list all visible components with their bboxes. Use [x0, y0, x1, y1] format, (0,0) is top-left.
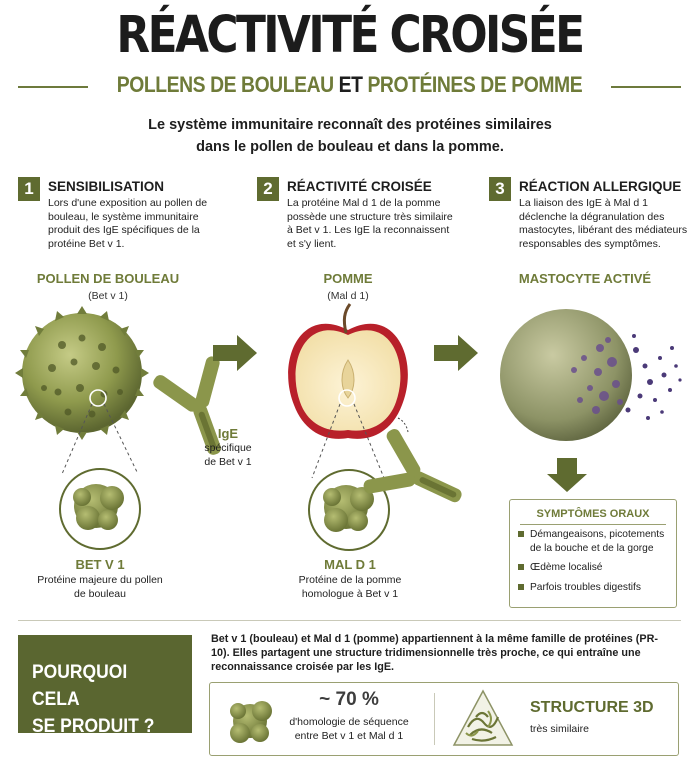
subtitle-part1: POLLENS DE BOULEAU	[116, 72, 334, 97]
subtitle-part3: PROTÉINES DE POMME	[367, 72, 583, 97]
arrow-down	[547, 458, 587, 492]
mastocyte-heading: MASTOCYTE ACTIVÉ	[518, 271, 652, 286]
subtitle-rule-right	[611, 86, 681, 88]
step-1-number: 1	[18, 177, 40, 201]
pollen-heading: POLLEN DE BOULEAU	[36, 271, 180, 286]
ige-antibody-2-icon	[363, 429, 462, 503]
intro-line2: dans le pollen de bouleau et dans la pom…	[196, 139, 504, 155]
betv1-caption-line2: de bouleau	[74, 588, 126, 600]
step-2-number: 2	[257, 177, 279, 201]
symptom-item: Œdème localisé	[518, 561, 674, 575]
homology-line1: d'homologie de séquence	[289, 716, 409, 728]
step-3-text: La liaison des IgE à Mal d 1 déclenche l…	[519, 197, 688, 250]
why-line2: SE PRODUIT ?	[32, 716, 155, 737]
apple-half-icon	[288, 303, 409, 439]
section-divider	[18, 620, 681, 621]
subtitle-bar: POLLENS DE BOULEAU ET PROTÉINES DE POMME	[18, 70, 681, 102]
ige-line2: de Bet v 1	[204, 456, 252, 468]
structure-subtitle: très similaire	[530, 723, 589, 735]
protein-cluster-icon	[230, 701, 272, 743]
bullet-square-icon	[518, 531, 524, 537]
symptom-item: Démangeaisons, picotements de la bouche …	[518, 528, 674, 555]
bullet-square-icon	[518, 583, 524, 590]
ige-label: IgE	[217, 426, 239, 441]
mald1-caption-line1: Protéine de la pomme	[298, 574, 402, 586]
comparison-divider	[434, 693, 435, 745]
pollen-subheading: (Bet v 1)	[88, 290, 128, 302]
bullet-square-icon	[518, 564, 524, 570]
symptoms-box: SYMPTÔMES ORAUX Démangeaisons, picotemen…	[509, 499, 677, 608]
arrow-right-2	[434, 335, 478, 371]
betv1-caption-line1: Protéine majeure du pollen	[37, 574, 163, 586]
apple-heading: POMME	[323, 271, 373, 286]
illustration-layer	[15, 303, 682, 551]
ige-line1: spécifique	[204, 442, 252, 454]
apple-subheading: (Mal d 1)	[327, 290, 369, 302]
symptoms-divider	[520, 524, 666, 525]
homology-value: ~ 70 %	[319, 689, 379, 710]
betv1-caption: Protéine majeure du pollen de bouleau	[20, 573, 180, 601]
symptoms-title: SYMPTÔMES ORAUX	[536, 508, 650, 520]
comparison-box: ~ 70 % d'homologie de séquence entre Bet…	[209, 682, 679, 756]
step-3-number: 3	[489, 177, 511, 201]
step-2-title: RÉACTIVITÉ CROISÉE	[287, 179, 432, 194]
page-title: RÉACTIVITÉ CROISÉE	[116, 6, 585, 65]
bet-v1-protein-icon	[59, 468, 141, 550]
birch-pollen-grain	[15, 306, 149, 440]
activated-mastocyte-icon	[500, 309, 682, 441]
structure-title: STRUCTURE 3D	[530, 699, 654, 716]
symptom-item: Parfois troubles digestifs	[518, 581, 674, 595]
homology-text: d'homologie de séquence entre Bet v 1 et…	[284, 715, 414, 743]
subtitle-rule-left	[18, 86, 88, 88]
mald1-caption-title: MAL D 1	[324, 557, 376, 572]
ige-antibody-icon	[153, 356, 221, 455]
intro-text: Le système immunitaire reconnaît des pro…	[130, 114, 570, 158]
step-1-text: Lors d'une exposition au pollen de boule…	[48, 197, 208, 250]
subtitle: POLLENS DE BOULEAU ET PROTÉINES DE POMME	[58, 72, 641, 98]
mald1-caption-line2: homologue à Bet v 1	[301, 588, 399, 600]
betv1-caption-title: BET V 1	[75, 557, 125, 572]
structure-3d-icon	[452, 689, 514, 746]
step-3-title: RÉACTION ALLERGIQUE	[519, 179, 682, 194]
why-line1: POURQUOI CELA	[32, 662, 128, 710]
subtitle-part2: ET	[338, 72, 363, 97]
arrow-right-1	[213, 335, 257, 371]
why-paragraph: Bet v 1 (bouleau) et Mal d 1 (pomme) app…	[211, 633, 658, 673]
symptoms-list: Démangeaisons, picotements de la bouche …	[518, 528, 674, 600]
why-box: POURQUOI CELA SE PRODUIT ?	[18, 635, 192, 737]
why-heading: POURQUOI CELA SE PRODUIT ?	[32, 659, 179, 740]
step-1-title: SENSIBILISATION	[48, 179, 165, 194]
intro-line1: Le système immunitaire reconnaît des pro…	[148, 117, 552, 133]
homology-line2: entre Bet v 1 et Mal d 1	[294, 730, 404, 742]
step-2-text: La protéine Mal d 1 de la pomme possède …	[287, 197, 453, 250]
mald1-caption: Protéine de la pomme homologue à Bet v 1	[270, 573, 430, 601]
ige-label-block: IgE spécifique de Bet v 1	[196, 426, 260, 469]
